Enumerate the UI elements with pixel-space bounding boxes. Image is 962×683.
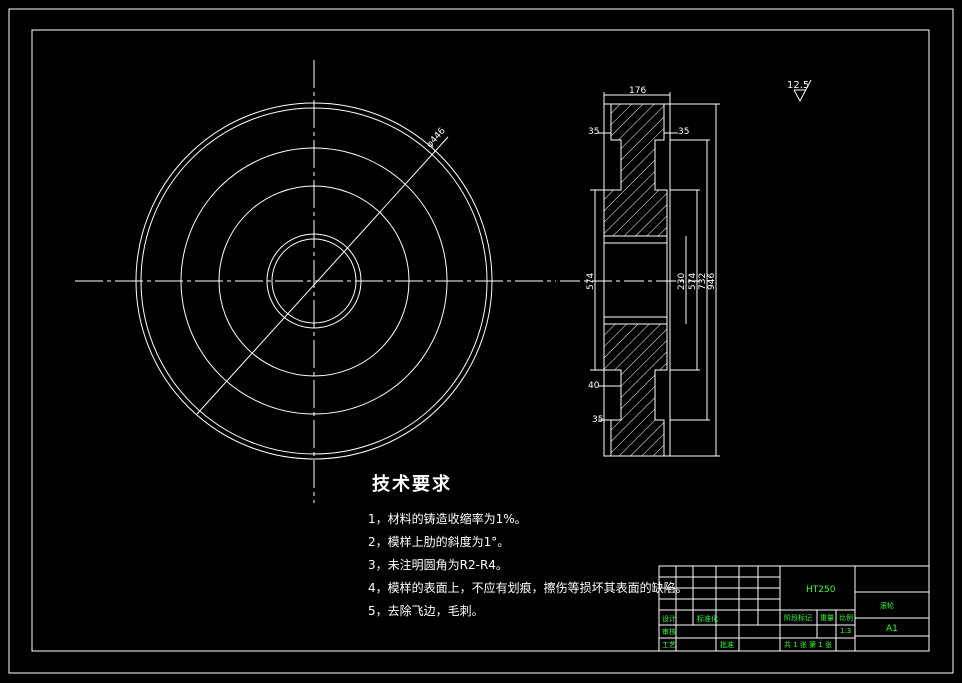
process-label: 工艺 (662, 641, 676, 649)
requirement-item: 4，模样的表面上，不应有划痕，擦伤等损坏其表面的缺陷。 (368, 581, 688, 595)
part-name-text: 滚轮 (880, 601, 894, 610)
dim-40-text: 40 (588, 381, 600, 391)
diameter-leader (196, 136, 449, 415)
hub-outer-circle (218, 185, 410, 377)
inner-frame (31, 29, 930, 652)
dim-732-text: 732 (698, 273, 708, 290)
weight-label: 重量 (820, 614, 834, 622)
ratio-label: 比例 (839, 613, 853, 622)
scale-text: 1:3 (840, 627, 851, 635)
requirement-item: 1，材料的铸造收缩率为1%。 (368, 512, 527, 526)
roughness-value: 12.5 (787, 80, 809, 91)
dim-574-text: 574 (688, 273, 698, 290)
title-block-text: HT250 滚轮 A1 1:3 比例 重量 阶段标记 设计 审核 工艺 批准 标… (662, 585, 898, 649)
requirements-list: 1，材料的铸造收缩率为1%。 2，模样上肋的斜度为1°。 3，未注明圆角为R2-… (368, 508, 688, 623)
section-dimension-labels: 176 35 35 40 35 574 230 574 732 946 (586, 86, 717, 425)
outer-diameter-label: φ446 (425, 126, 448, 150)
bore-circle (271, 238, 357, 324)
outer-circle-2 (140, 107, 488, 455)
roughness-symbol: 12.5 (787, 79, 812, 103)
section-view (560, 92, 720, 457)
stage-label: 阶段标记 (784, 613, 812, 622)
check-label: 审核 (662, 627, 676, 636)
section-lower (603, 323, 668, 457)
title-block (658, 565, 930, 652)
dim-574-left-text: 574 (586, 273, 596, 290)
approve-label: 批准 (720, 640, 734, 649)
material-text: HT250 (806, 585, 836, 595)
rim-circle (180, 147, 448, 415)
sheet-size-text: A1 (886, 624, 898, 634)
requirements-title: 技术要求 (372, 474, 452, 495)
sheet-info-text: 共 1 张 第 1 张 (784, 640, 832, 649)
dim-35-tl-text: 35 (588, 127, 599, 137)
section-upper (603, 103, 668, 237)
dim-230-text: 230 (677, 273, 687, 290)
requirement-item: 5，去除飞边，毛刺。 (368, 604, 484, 618)
outer-circle-1 (135, 102, 493, 460)
standard-label: 标准化 (697, 614, 718, 623)
dim-35-bl-text: 35 (592, 415, 603, 425)
requirement-item: 2，模样上肋的斜度为1°。 (368, 535, 510, 549)
requirement-item: 3，未注明圆角为R2-R4。 (368, 558, 508, 572)
hub-circle (266, 233, 362, 329)
dim-176-text: 176 (629, 86, 646, 96)
dim-35-tr-text: 35 (678, 127, 689, 137)
outer-frame (8, 8, 954, 674)
front-view: φ446 (75, 60, 556, 503)
dim-946-text: 946 (707, 273, 717, 290)
designer-label: 设计 (662, 614, 676, 623)
